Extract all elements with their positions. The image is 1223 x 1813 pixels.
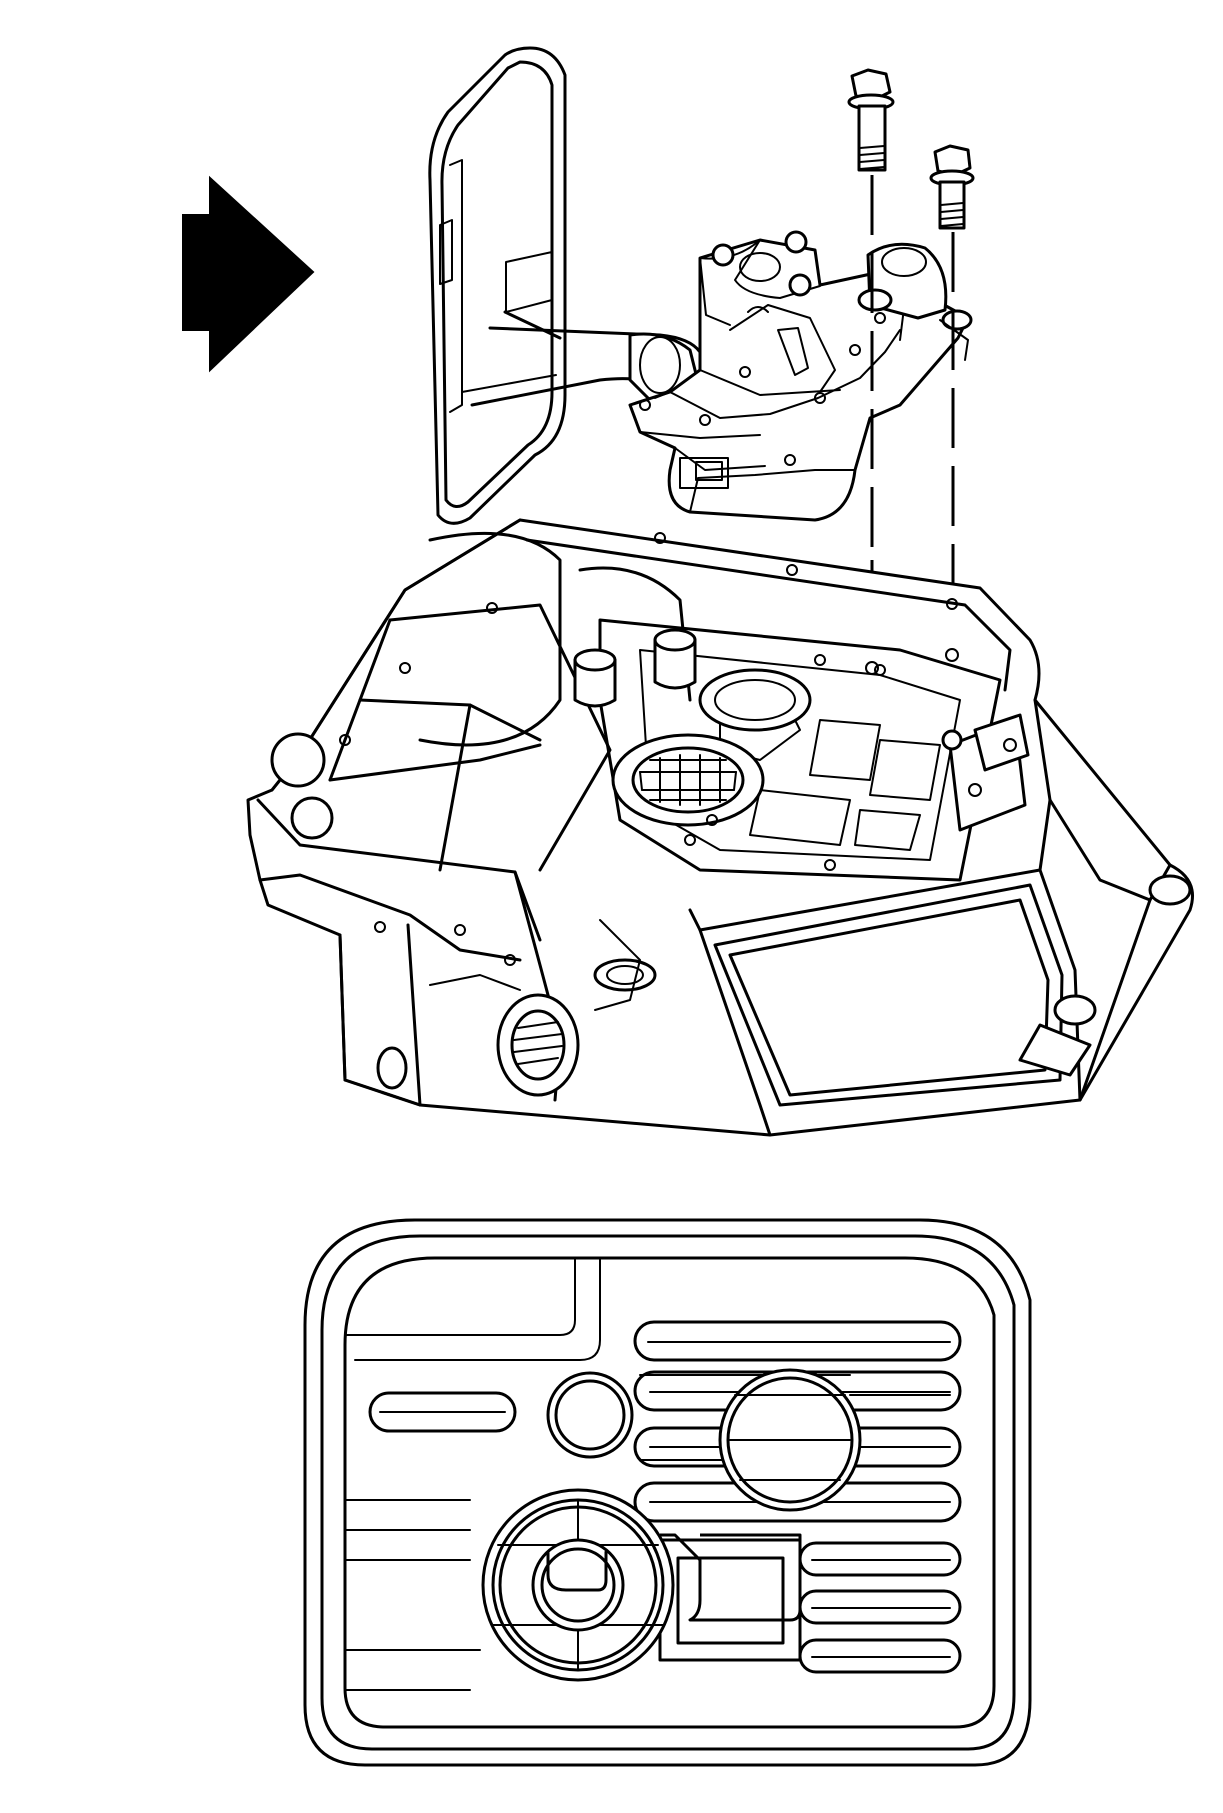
valve-body (628, 230, 973, 522)
filter (428, 46, 567, 525)
filter-detail-view (303, 1218, 1032, 1767)
arrow-right-icon (182, 175, 315, 373)
transmission-case (246, 518, 1194, 1137)
